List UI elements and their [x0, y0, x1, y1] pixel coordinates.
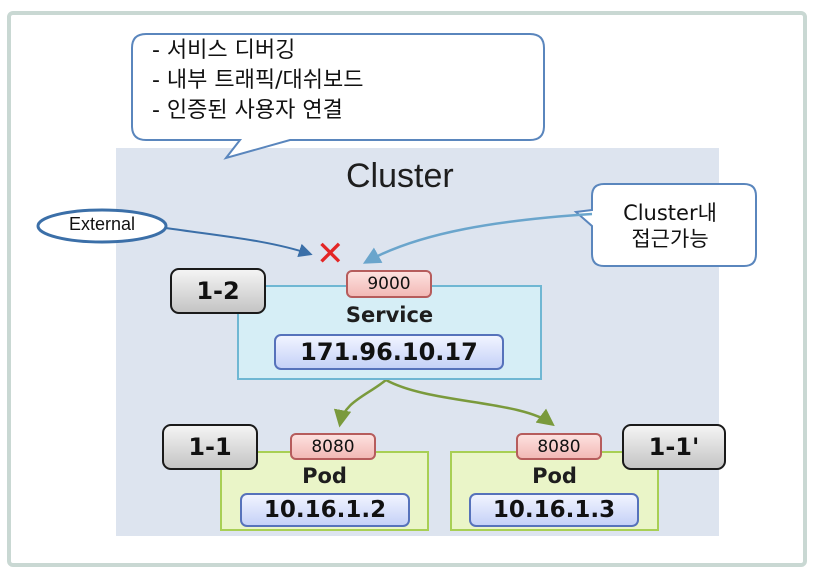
service-port: 9000: [346, 270, 432, 298]
external-arrow: [165, 227, 313, 258]
pod-left-ip: 10.16.1.2: [240, 493, 410, 527]
pod-right-ip: 10.16.1.3: [469, 493, 639, 527]
cluster-note-line: 접근가능: [631, 227, 709, 251]
service-label: Service: [345, 303, 434, 327]
service-to-pod-right-arrow: [385, 378, 555, 427]
callout-line: - 서비스 디버깅: [152, 38, 296, 63]
callout-list: - 서비스 디버깅 - 내부 트래픽/대쉬보드 - 인증된 사용자 연결: [152, 36, 364, 126]
service-to-pod-left-arrow: [333, 379, 387, 428]
step-badge-pod-right: 1-1': [622, 424, 726, 470]
callout-line: - 인증된 사용자 연결: [152, 98, 343, 123]
cluster-note-bubble: [573, 183, 757, 267]
cluster-note: Cluster내 접근가능: [614, 200, 726, 252]
callout-line: - 내부 트래픽/대쉬보드: [152, 68, 364, 93]
pod-right-label: Pod: [532, 464, 577, 488]
pod-right-port: 8080: [516, 433, 602, 460]
callout-bubble: [131, 33, 545, 160]
cluster-note-line: Cluster내: [623, 201, 717, 225]
external-ellipse: [36, 208, 168, 244]
internal-access-arrow: [362, 212, 593, 264]
service-ip: 171.96.10.17: [274, 334, 504, 370]
step-badge-pod-left: 1-1: [162, 424, 258, 470]
pod-left-port: 8080: [290, 433, 376, 460]
cluster-title: Cluster: [346, 157, 454, 195]
pod-left-label: Pod: [302, 464, 347, 488]
blocked-x-icon: ✕: [316, 234, 345, 274]
external-label: External: [68, 214, 136, 234]
step-badge-service: 1-2: [170, 268, 266, 314]
